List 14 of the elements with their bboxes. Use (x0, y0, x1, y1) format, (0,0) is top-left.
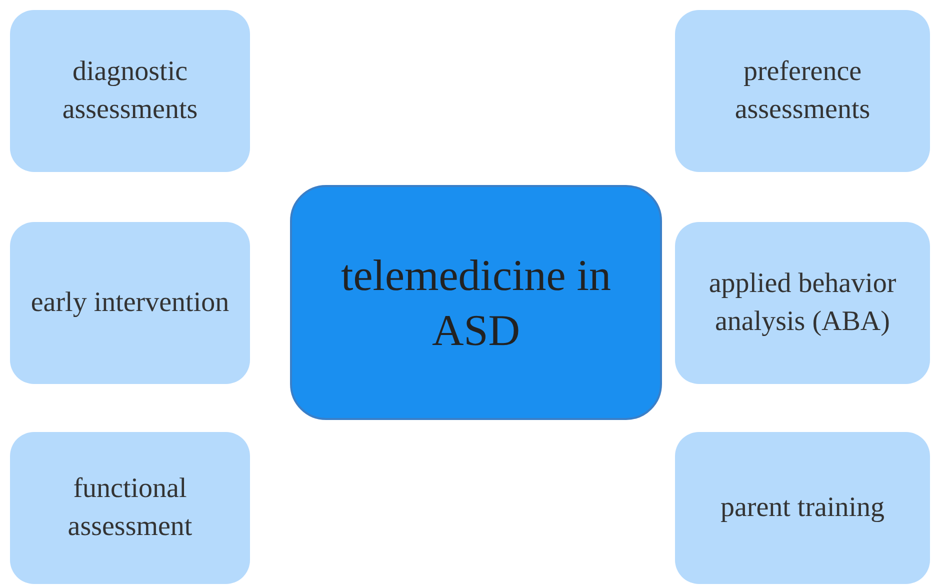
topic-box (10, 222, 250, 384)
topic-label: telemedicine in ASD (340, 250, 612, 356)
topic-label: applied behavior analysis (ABA) (708, 267, 898, 339)
topic-label: preference assessments (734, 55, 872, 127)
topic-label: diagnostic assessments (61, 55, 199, 127)
topic-label: functional assessment (66, 472, 194, 544)
topic-box (10, 432, 250, 584)
topic-label: early intervention (30, 286, 230, 320)
topic-box (675, 432, 930, 584)
topic-box (10, 10, 250, 172)
central-topic-box (290, 185, 662, 420)
topic-box (675, 10, 930, 172)
topic-label: parent training (720, 491, 885, 526)
topic-box (675, 222, 930, 384)
